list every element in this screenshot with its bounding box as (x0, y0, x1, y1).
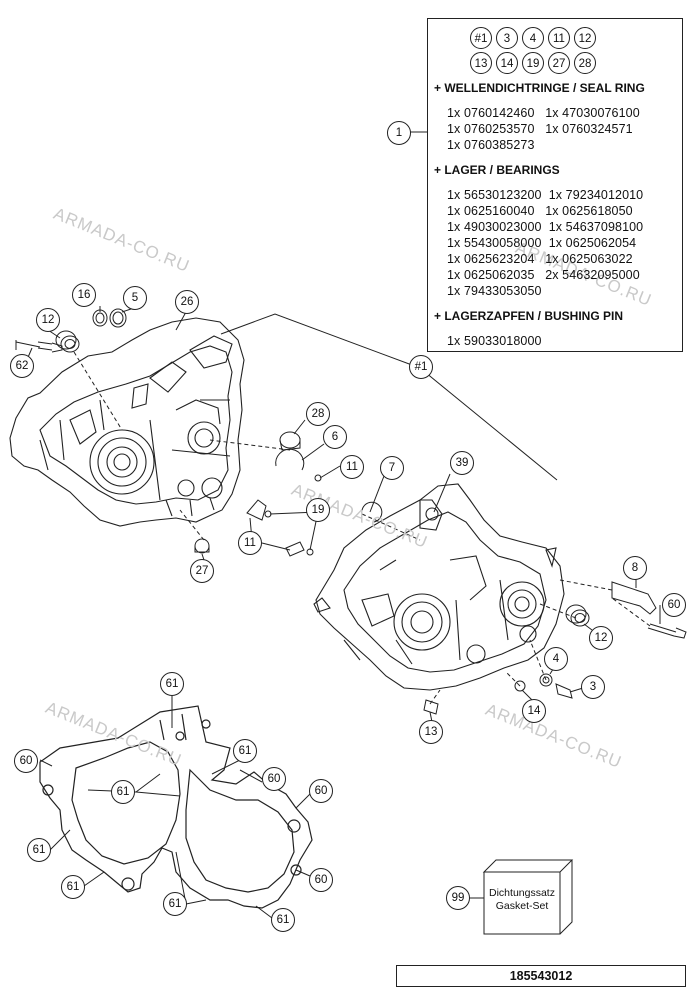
callout-6[interactable]: 6 (323, 425, 347, 449)
callout-61-left[interactable]: 61 (27, 838, 51, 862)
callout-12-left[interactable]: 12 (36, 308, 60, 332)
kit-part-line: 1x 79433053050 (447, 284, 542, 298)
kit-part-line: 1x 49030023000 1x 54637098100 (447, 220, 644, 234)
callout-61-bottom-right[interactable]: 61 (271, 908, 295, 932)
callout-12-right[interactable]: 12 (589, 626, 613, 650)
kit-code-2-4[interactable]: 27 (548, 52, 570, 74)
kit-code-1-2[interactable]: 3 (496, 27, 518, 49)
callout-60-left[interactable]: 60 (14, 749, 38, 773)
callout-26[interactable]: 26 (175, 290, 199, 314)
kit-part-line: 1x 0625160040 1x 0625618050 (447, 204, 633, 218)
kit-part-line: 1x 0760142460 1x 47030076100 (447, 106, 640, 120)
gasket-set-box-drawing (482, 859, 574, 935)
callout-60-right-top[interactable]: 60 (309, 779, 333, 803)
callout-99[interactable]: 99 (446, 886, 470, 910)
gasket-set-label-de: Dichtungssatz (489, 887, 555, 899)
kit-code-1-4[interactable]: 11 (548, 27, 570, 49)
kit-part-line: 1x 56530123200 1x 79234012010 (447, 188, 644, 202)
kit-code-2-3[interactable]: 19 (522, 52, 544, 74)
kit-part-line: 1x 0625623204 1x 0625063022 (447, 252, 633, 266)
callout-11-top[interactable]: 11 (340, 455, 364, 479)
kit-code-2-5[interactable]: 28 (574, 52, 596, 74)
callout-61-upper-right[interactable]: 61 (233, 739, 257, 763)
callout-kit[interactable]: 1 (387, 121, 411, 145)
callout-27[interactable]: 27 (190, 559, 214, 583)
callout-60-mid[interactable]: 60 (262, 767, 286, 791)
callout-3[interactable]: 3 (581, 675, 605, 699)
callout-4[interactable]: 4 (544, 647, 568, 671)
kit-code-1-1[interactable]: #1 (470, 27, 492, 49)
callout-kit-assembly[interactable]: #1 (409, 355, 433, 379)
callout-13[interactable]: 13 (419, 720, 443, 744)
kit-part-line: 1x 0760385273 (447, 138, 535, 152)
callout-61-lower-left[interactable]: 61 (61, 875, 85, 899)
callout-28[interactable]: 28 (306, 402, 330, 426)
callout-16[interactable]: 16 (72, 283, 96, 307)
callout-61-center[interactable]: 61 (111, 780, 135, 804)
kit-code-2-2[interactable]: 14 (496, 52, 518, 74)
kit-part-line: 1x 55430058000 1x 0625062054 (447, 236, 637, 250)
kit-section-heading: + LAGER / BEARINGS (434, 163, 560, 177)
kit-part-line: 1x 0760253570 1x 0760324571 (447, 122, 633, 136)
left-crankcase (9, 317, 245, 527)
callout-62[interactable]: 62 (10, 354, 34, 378)
callout-39[interactable]: 39 (450, 451, 474, 475)
callout-8[interactable]: 8 (623, 556, 647, 580)
right-crankcase (313, 483, 565, 691)
callout-61-top[interactable]: 61 (160, 672, 184, 696)
callout-11-bottom[interactable]: 11 (238, 531, 262, 555)
kit-code-1-3[interactable]: 4 (522, 27, 544, 49)
callout-19[interactable]: 19 (306, 498, 330, 522)
callout-60-bolt[interactable]: 60 (662, 593, 686, 617)
callout-14[interactable]: 14 (522, 699, 546, 723)
drawing-number: 185543012 (396, 965, 686, 987)
kit-code-1-5[interactable]: 12 (574, 27, 596, 49)
gasket-set-label-en: Gasket-Set (495, 900, 549, 912)
kit-section-heading: + WELLENDICHTRINGE / SEAL RING (434, 81, 645, 95)
kit-part-line: 1x 59033018000 (447, 334, 542, 348)
callout-61-bottom[interactable]: 61 (163, 892, 187, 916)
callout-7[interactable]: 7 (380, 456, 404, 480)
gasket-set-label: Dichtungssatz Gasket-Set (479, 887, 565, 913)
callout-60-right-bottom[interactable]: 60 (309, 868, 333, 892)
kit-code-2-1[interactable]: 13 (470, 52, 492, 74)
callout-5[interactable]: 5 (123, 286, 147, 310)
crankcase-gasket (39, 705, 313, 909)
kit-section-heading: + LAGERZAPFEN / BUSHING PIN (434, 309, 624, 323)
kit-part-line: 1x 0625062035 2x 54632095000 (447, 268, 640, 282)
